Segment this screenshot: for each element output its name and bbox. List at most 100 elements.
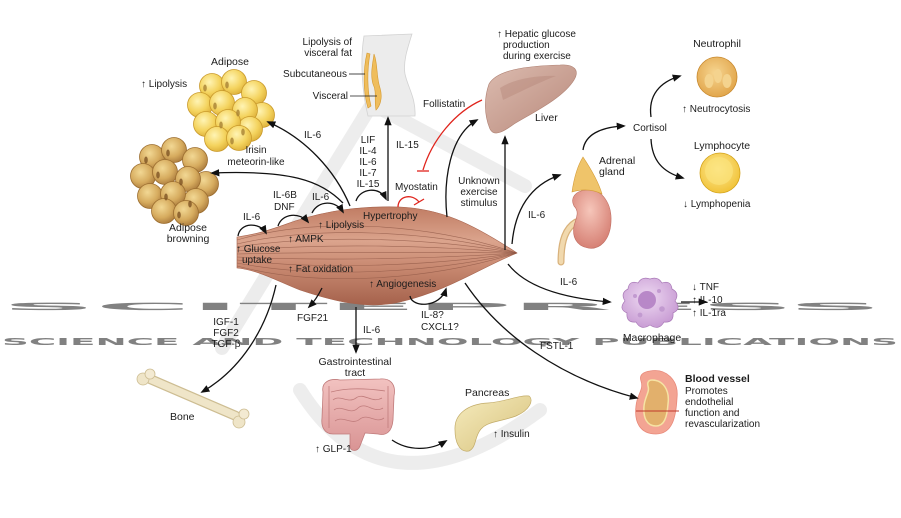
muscle-effect-glucose-line2: uptake xyxy=(242,255,272,266)
arrow-to-adipose-browning xyxy=(210,169,344,204)
arrow-to-macrophage xyxy=(507,263,612,306)
signal-bone-fgf2: FGF2 xyxy=(213,328,239,339)
muscle-fiber-line xyxy=(236,232,518,254)
arrow-cortisol-to-lymphocyte xyxy=(650,138,685,180)
arrow-glucose-autocrine xyxy=(237,224,267,237)
pancreas-effect-text: ↑ Insulin xyxy=(493,429,530,440)
arrow-gi-to-pancreas xyxy=(391,439,448,450)
signal-fgf21: FGF21 xyxy=(297,313,329,324)
arrow-to-adrenal xyxy=(511,173,562,245)
bone-organ xyxy=(136,368,250,429)
signal-bone-tgfb: TGF-β xyxy=(211,339,240,350)
adipose-browning-label-line1: Adipose xyxy=(169,222,207,234)
myostatin-inhibition xyxy=(397,196,425,208)
pancreas-label: Pancreas xyxy=(465,387,509,399)
signal-lipolysis-il6: IL-6 xyxy=(312,192,330,203)
signal-blood-vessel-fstl1: FSTL-1 xyxy=(540,341,574,352)
follistatin-inhibition xyxy=(417,99,483,172)
watermark-sub-text: SCIENCE AND TECHNOLOGY PUBLICATIONS xyxy=(2,337,898,348)
arrow-unknown-stimulus-to-liver xyxy=(445,119,479,218)
bone-label: Bone xyxy=(170,411,195,423)
body-silhouette xyxy=(349,33,416,117)
signal-browning-line2: meteorin-like xyxy=(227,157,285,168)
liver-effect-line3: during exercise xyxy=(503,51,571,62)
blood-vessel-effect-line3: function and xyxy=(685,408,740,419)
adipose-label: Adipose xyxy=(211,56,249,68)
blood-vessel-label: Blood vessel xyxy=(685,373,750,385)
muscle-effect-hypertrophy: Hypertrophy xyxy=(363,211,417,222)
signal-glucose-il6: IL-6 xyxy=(243,212,261,223)
gi-tract-label-line2: tract xyxy=(345,367,366,379)
follistatin-label: Follistatin xyxy=(423,99,465,110)
arrow-to-blood-vessel xyxy=(464,282,639,400)
muscle-effect-ampk: ↑ AMPK xyxy=(288,234,324,245)
signal-hypertrophy-il6: IL-6 xyxy=(359,157,377,168)
signal-hypertrophy-il7: IL-7 xyxy=(359,168,377,179)
neutrophil-effect-text: ↑ Neutrocytosis xyxy=(682,104,750,115)
subcutaneous-fat-layer xyxy=(363,52,372,109)
signal-angiogenesis-il8: IL-8? xyxy=(421,310,444,321)
gi-tract-effect-text: ↑ GLP-1 xyxy=(315,444,352,455)
blood-vessel-effect-line4: revascularization xyxy=(685,419,760,430)
arrow-fgf21 xyxy=(307,287,323,309)
muscle-fiber-line xyxy=(236,225,518,254)
adrenal-label-line1: Adrenal xyxy=(599,155,635,167)
adipose-browning-label-line2: browning xyxy=(167,233,210,245)
myostatin-inhibition-arc xyxy=(397,196,420,208)
arrow-to-adipose xyxy=(266,121,351,207)
neutrophil-cell xyxy=(696,56,738,98)
signal-bone-igf1: IGF-1 xyxy=(213,317,239,328)
macrophage-effect-il1ra: ↑ IL-1ra xyxy=(692,308,726,319)
muscle-fiber-line xyxy=(236,252,518,260)
lymphocyte-cell xyxy=(699,152,741,194)
signal-liver-line2: exercise xyxy=(460,187,498,198)
arrow-adrenal-to-cortisol xyxy=(582,122,626,151)
macrophage-cell xyxy=(621,277,679,328)
arrow-cortisol-to-neutrophil xyxy=(649,74,682,118)
visceral-label: Visceral xyxy=(313,91,348,102)
muscle-fiber-line xyxy=(236,238,518,254)
muscle-fiber-line xyxy=(236,252,518,255)
visceral-fat-layer xyxy=(371,53,382,111)
macrophage-label: Macrophage xyxy=(623,332,682,344)
signal-macrophage-il6: IL-6 xyxy=(560,277,578,288)
signal-gi-il6: IL-6 xyxy=(363,325,381,336)
lymphocyte-label: Lymphocyte xyxy=(694,140,750,152)
liver-label: Liver xyxy=(535,112,558,124)
adipose-browning-cluster xyxy=(130,137,219,226)
muscle-effect-fat-oxidation: ↑ Fat oxidation xyxy=(288,264,353,275)
muscle-fiber-line xyxy=(236,252,518,279)
myostatin-inhibition-bar xyxy=(413,198,425,206)
signal-ampk-line1: IL-6B xyxy=(273,190,297,201)
arrow-ampk-autocrine xyxy=(277,214,310,227)
kidney-shape xyxy=(572,189,612,249)
muscle-effect-glucose-line1: ↑ Glucose xyxy=(236,244,281,255)
macrophage-effect-tnf: ↓ TNF xyxy=(692,282,719,293)
signal-liver-line3: stimulus xyxy=(461,198,498,209)
arrow-angiogenesis-autocrine xyxy=(409,287,448,305)
arrow-hypertrophy-autocrine xyxy=(355,189,387,202)
adrenal-kidney xyxy=(557,156,612,266)
muscle-effect-lipolysis: ↑ Lipolysis xyxy=(318,220,364,231)
muscle-fiber-line xyxy=(236,252,518,273)
liver-effect-line2: production xyxy=(503,40,550,51)
gi-tract-label-line1: Gastrointestinal xyxy=(319,356,392,368)
macrophage-effect-il10: ↑ IL-10 xyxy=(692,295,723,306)
cortisol-label: Cortisol xyxy=(633,123,667,134)
signal-adipose-il6: IL-6 xyxy=(304,130,322,141)
lymphocyte-effect-text: ↓ Lymphopenia xyxy=(683,199,751,210)
signal-hypertrophy-il4: IL-4 xyxy=(359,146,377,157)
arrow-to-bone xyxy=(200,284,277,393)
signal-liver-line1: Unknown xyxy=(458,176,500,187)
muscle-fiber-line xyxy=(236,252,518,266)
visceral-fat-title-line1: Lipolysis of xyxy=(303,37,353,48)
muscle-effect-angiogenesis: ↑ Angiogenesis xyxy=(369,279,436,290)
myostatin-label: Myostatin xyxy=(395,182,438,193)
skeletal-muscle xyxy=(236,206,518,306)
adipose-effect-text: ↑ Lipolysis xyxy=(141,79,187,90)
liver-effect-line1: ↑ Hepatic glucose xyxy=(497,29,576,40)
signal-adrenal-il6: IL-6 xyxy=(528,210,546,221)
signal-visceral-il15: IL-15 xyxy=(396,140,419,151)
signal-hypertrophy-lif: LIF xyxy=(361,135,375,146)
intestine-organ xyxy=(321,378,395,451)
